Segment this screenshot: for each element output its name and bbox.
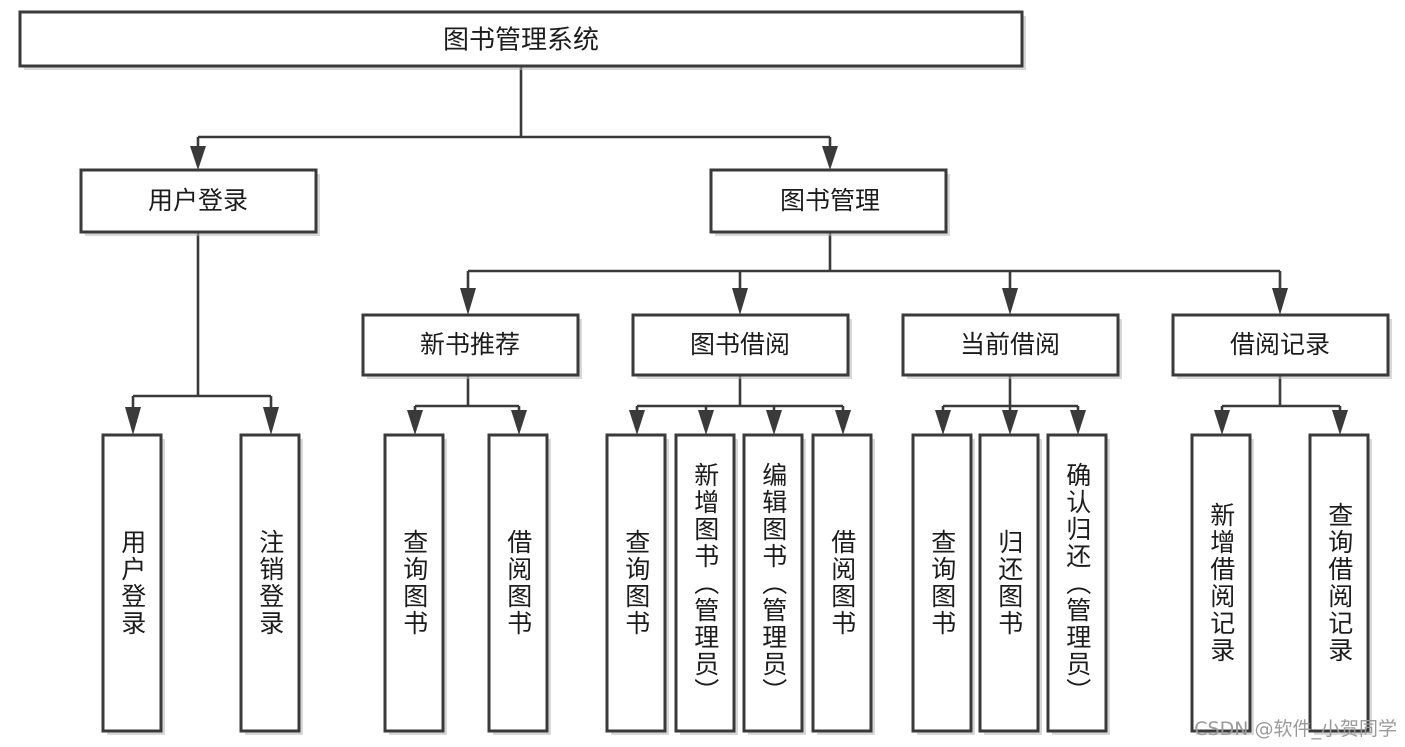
node-book-borrow[interactable]	[631, 313, 850, 377]
csdn-watermark: CSDN @软件_小贺同学	[1194, 718, 1397, 740]
arrowhead-leaf-logout	[263, 407, 279, 435]
arrowhead-new-book	[460, 288, 476, 315]
arrowhead-cb-leaf1	[935, 410, 951, 435]
arrowhead-bb-leaf2	[698, 410, 714, 435]
arrowhead-leaf-user-login	[125, 407, 141, 435]
arrowhead-bb-leaf3	[766, 410, 782, 435]
node-new-book-label: 新书推荐	[420, 330, 520, 359]
arrowhead-borrow-record	[1272, 288, 1288, 315]
leaf-cb-confirm[interactable]	[1046, 433, 1108, 733]
node-layer: 图书管理系统 用户登录 图书管理 新书推荐 图书借阅 当前借阅 借阅记录	[18, 10, 1392, 735]
node-book-manage-label: 图书管理	[780, 186, 880, 215]
node-borrow-record[interactable]	[1171, 313, 1390, 377]
node-new-book[interactable]	[361, 313, 580, 377]
arrowhead-book-borrow	[732, 288, 748, 315]
node-root-label: 图书管理系统	[443, 26, 599, 56]
arrowhead-br-leaf2	[1332, 410, 1348, 435]
arrowhead-bb-leaf4	[835, 410, 851, 435]
arrowhead-cb-leaf3	[1070, 410, 1086, 435]
leaf-nb-query[interactable]	[383, 433, 445, 733]
leaf-bb-edit[interactable]	[742, 433, 804, 733]
arrowhead-current-borrow	[1002, 288, 1018, 315]
arrowhead-nb-leaf1	[407, 410, 423, 435]
node-current-borrow-label: 当前借阅	[960, 330, 1060, 359]
leaf-br-query[interactable]	[1308, 433, 1370, 733]
leaf-bb-borrow[interactable]	[811, 433, 873, 733]
arrowhead-user-login	[190, 146, 206, 170]
arrowhead-cb-leaf2	[1002, 410, 1018, 435]
node-book-borrow-label: 图书借阅	[690, 330, 790, 359]
leaf-nb-borrow[interactable]	[487, 433, 549, 733]
leaf-logout[interactable]	[239, 433, 301, 733]
leaf-cb-query[interactable]	[911, 433, 973, 733]
connector-layer	[125, 66, 1348, 435]
node-book-manage[interactable]	[709, 168, 948, 234]
leaf-bb-add[interactable]	[674, 433, 736, 733]
node-borrow-record-label: 借阅记录	[1230, 330, 1330, 359]
arrowhead-nb-leaf2	[511, 410, 527, 435]
node-user-login-label: 用户登录	[148, 186, 248, 215]
leaf-cb-return[interactable]	[978, 433, 1040, 733]
leaf-br-add[interactable]	[1190, 433, 1252, 733]
node-current-borrow[interactable]	[901, 313, 1120, 377]
arrowhead-br-leaf1	[1214, 410, 1230, 435]
arrowhead-book-manage	[822, 146, 838, 170]
arrowhead-bb-leaf1	[629, 410, 645, 435]
node-root[interactable]	[18, 10, 1024, 68]
leaf-bb-query[interactable]	[605, 433, 667, 733]
node-user-login[interactable]	[79, 168, 318, 234]
leaf-user-login[interactable]	[101, 433, 163, 733]
